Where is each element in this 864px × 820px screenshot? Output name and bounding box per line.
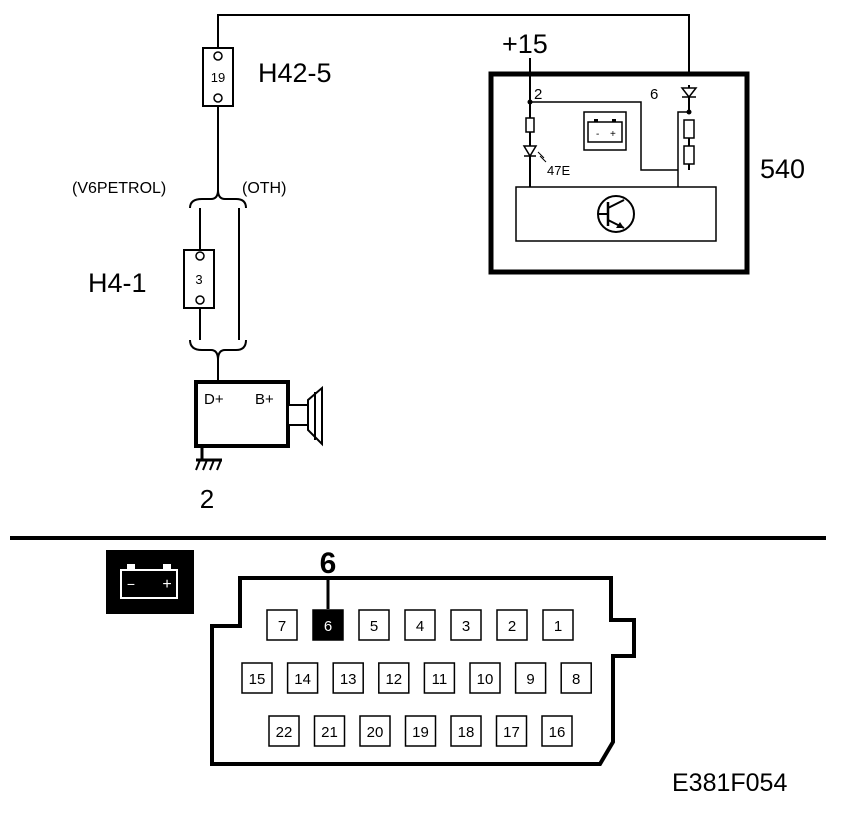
wiring-lines xyxy=(189,14,690,382)
connector-pin-label: 12 xyxy=(385,671,402,688)
connector-pin-label: 13 xyxy=(340,671,357,688)
fuse-h42-5-label: H42-5 xyxy=(258,58,332,88)
brace-bottom xyxy=(189,339,247,361)
connector-pin-label: 19 xyxy=(412,724,429,741)
connector-pin-label: 11 xyxy=(432,671,448,688)
connector-pin-label: 6 xyxy=(324,618,332,635)
supply-label: +15 xyxy=(502,29,548,59)
alternator-pin-b-label: B+ xyxy=(255,391,274,408)
connector-pin-6 xyxy=(312,609,344,641)
connector-pin-21 xyxy=(313,715,346,747)
connector-pin-label: 10 xyxy=(477,671,494,688)
svg-text:-: - xyxy=(596,129,599,140)
connector-pin-1 xyxy=(542,609,574,641)
fuse-h4-1-number: 3 xyxy=(195,272,202,287)
connector-pin-5 xyxy=(358,609,390,641)
connector-pin-label: 18 xyxy=(458,724,475,741)
connector-pin-label: 1 xyxy=(554,618,562,635)
svg-text:+: + xyxy=(610,129,616,140)
connector-pin-14 xyxy=(286,662,319,694)
connector-pin-3 xyxy=(450,609,482,641)
connector-pin-9 xyxy=(514,662,547,694)
focus-pin-label: 6 xyxy=(320,547,337,580)
connector-pin-13 xyxy=(332,662,364,694)
alternator-symbol: D+ B+ xyxy=(194,380,323,471)
connector-pin-label: 20 xyxy=(367,724,384,741)
fuse-h42-5: 19 xyxy=(202,47,234,107)
brace-top xyxy=(189,189,247,209)
module-pin-6-label: 6 xyxy=(650,86,658,103)
connector-pin-label: 3 xyxy=(462,618,470,635)
connector-pin-12 xyxy=(378,662,410,694)
connector-pin-label: 15 xyxy=(249,671,266,688)
connector-pin-label: 4 xyxy=(416,618,424,635)
module-540: - + xyxy=(488,58,750,275)
connector-pin-4 xyxy=(404,609,436,641)
connector-pin-11 xyxy=(423,662,456,694)
fuse-h4-1-label: H4-1 xyxy=(88,268,147,298)
connector-pin-17 xyxy=(495,715,528,747)
battery-plus: + xyxy=(162,576,171,593)
connector-pin-2 xyxy=(496,609,528,641)
connector-pin-label: 17 xyxy=(503,724,520,741)
connector-pin-label: 14 xyxy=(294,671,311,688)
connector-pin-18 xyxy=(450,715,482,747)
module-pin-2-label: 2 xyxy=(534,86,542,103)
connector-pin-label: 2 xyxy=(508,618,516,635)
figure-code: E381F054 xyxy=(672,769,787,797)
fuse-h4-1: 3 xyxy=(183,249,215,309)
connector-pin-label: 7 xyxy=(278,618,286,635)
alternator-id: 2 xyxy=(200,484,214,514)
battery-icon: − + xyxy=(106,550,194,614)
connector-pin-16 xyxy=(541,715,573,747)
connector-pin-7 xyxy=(266,609,298,641)
connector-pin-label: 9 xyxy=(526,671,534,688)
connector-pin-8 xyxy=(560,662,592,694)
module-id-label: 540 xyxy=(760,154,805,184)
battery-minus: − xyxy=(127,576,135,592)
connector-pin-22 xyxy=(268,715,300,747)
alternator-pin-d-label: D+ xyxy=(204,391,224,408)
resistor-47e-label: 47E xyxy=(547,163,570,178)
connector-pin-15 xyxy=(241,662,273,694)
variant-v6petrol-label: (V6PETROL) xyxy=(72,180,166,197)
connector-pin-label: 5 xyxy=(370,618,378,635)
connector-pin-label: 16 xyxy=(549,724,566,741)
connector-pin-20 xyxy=(359,715,391,747)
connector-outline xyxy=(210,576,636,766)
connector-pin-label: 8 xyxy=(572,671,580,688)
wire-top-feed xyxy=(217,14,690,85)
connector-pin-label: 21 xyxy=(321,724,338,741)
connector-pin-19 xyxy=(404,715,437,747)
connector-pin-10 xyxy=(469,662,501,694)
variant-oth-label: (OTH) xyxy=(242,180,286,197)
connector-pin-label: 22 xyxy=(276,724,293,741)
fuse-h42-5-number: 19 xyxy=(211,70,225,85)
